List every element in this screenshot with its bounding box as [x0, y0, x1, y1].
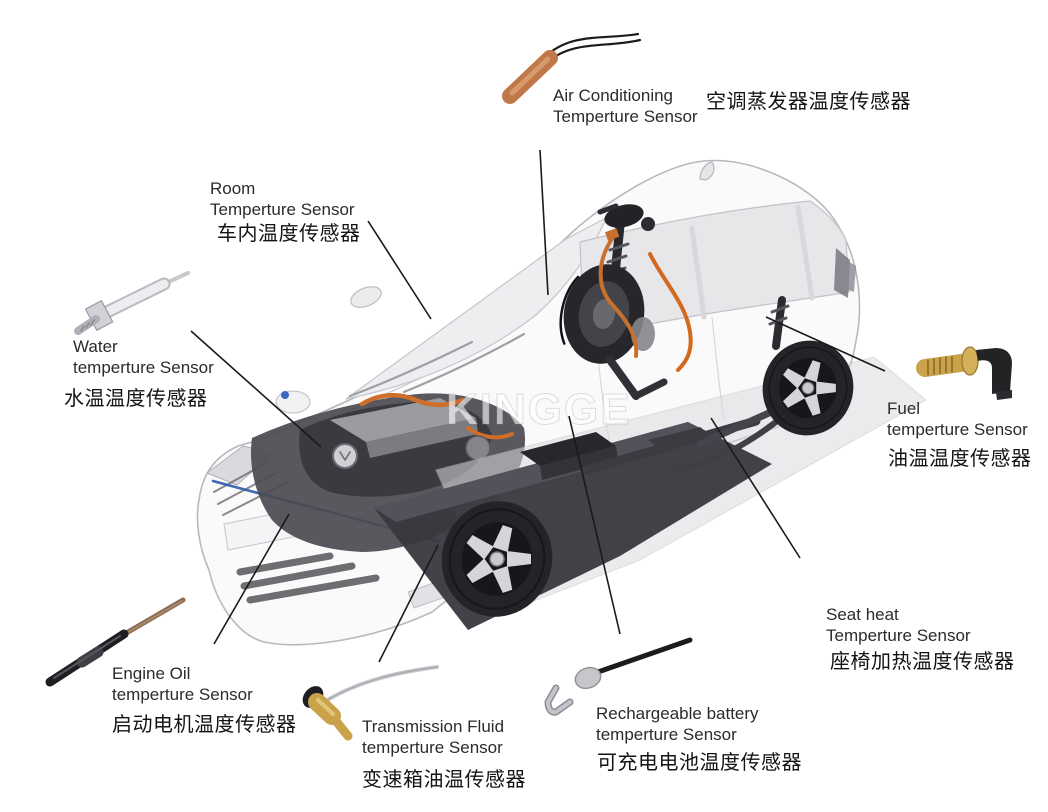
- leader-line-air-conditioning: [539, 149, 549, 296]
- taillight: [842, 258, 856, 292]
- vw-logo: [332, 443, 358, 469]
- rear-suspension-assembly: [559, 203, 693, 400]
- front-wheel: [441, 501, 553, 617]
- b-pillar: [689, 225, 707, 320]
- leader-line-battery: [568, 415, 621, 635]
- wiper-blade-right: [402, 332, 526, 394]
- hv-cable-rear-2: [648, 252, 693, 372]
- transmission-sensor-image: [302, 665, 439, 741]
- label-water-zh: 水温温度传感器: [64, 388, 208, 410]
- lower-intake: [236, 552, 380, 604]
- c-pillar: [795, 204, 815, 301]
- fuel-sensor-image: [916, 346, 1012, 400]
- label-battery-zh: 可充电电池温度传感器: [597, 752, 802, 774]
- label-transmission-zh: 变速箱油温传感器: [362, 769, 526, 791]
- label-seat-heat-zh: 座椅加热温度传感器: [830, 651, 1015, 673]
- leader-line-seat-heat: [710, 417, 801, 559]
- rear-wheel: [762, 340, 854, 436]
- leader-lines: [190, 149, 886, 663]
- water-sensor-image: [74, 271, 190, 335]
- kingge-watermark: KINGGE: [446, 385, 632, 434]
- label-fuel-zh: 油温温度传感器: [888, 448, 1032, 470]
- leader-line-room: [367, 220, 432, 320]
- roof-antenna: [699, 161, 715, 181]
- label-room-zh: 车内温度传感器: [217, 223, 361, 245]
- label-engine-oil-zh: 启动电机温度传感器: [112, 714, 297, 736]
- hv-cable-rear-1: [598, 234, 639, 358]
- label-air-conditioning-zh: 空调蒸发器温度传感器: [706, 91, 911, 113]
- side-mirror: [350, 286, 382, 308]
- leader-line-transmission: [378, 544, 439, 663]
- air-conditioning-sensor-image: [502, 32, 642, 104]
- battery-sensor-image: [544, 637, 693, 716]
- leader-line-fuel: [765, 316, 886, 372]
- wiper-blade-left: [348, 340, 474, 398]
- leader-line-water: [190, 330, 322, 448]
- engine-oil-sensor-image: [45, 597, 186, 687]
- car-body-group: [196, 159, 927, 646]
- strut-tower: [465, 435, 491, 461]
- hv-cable-engine: [359, 393, 465, 408]
- leader-line-engine-oil: [213, 513, 290, 645]
